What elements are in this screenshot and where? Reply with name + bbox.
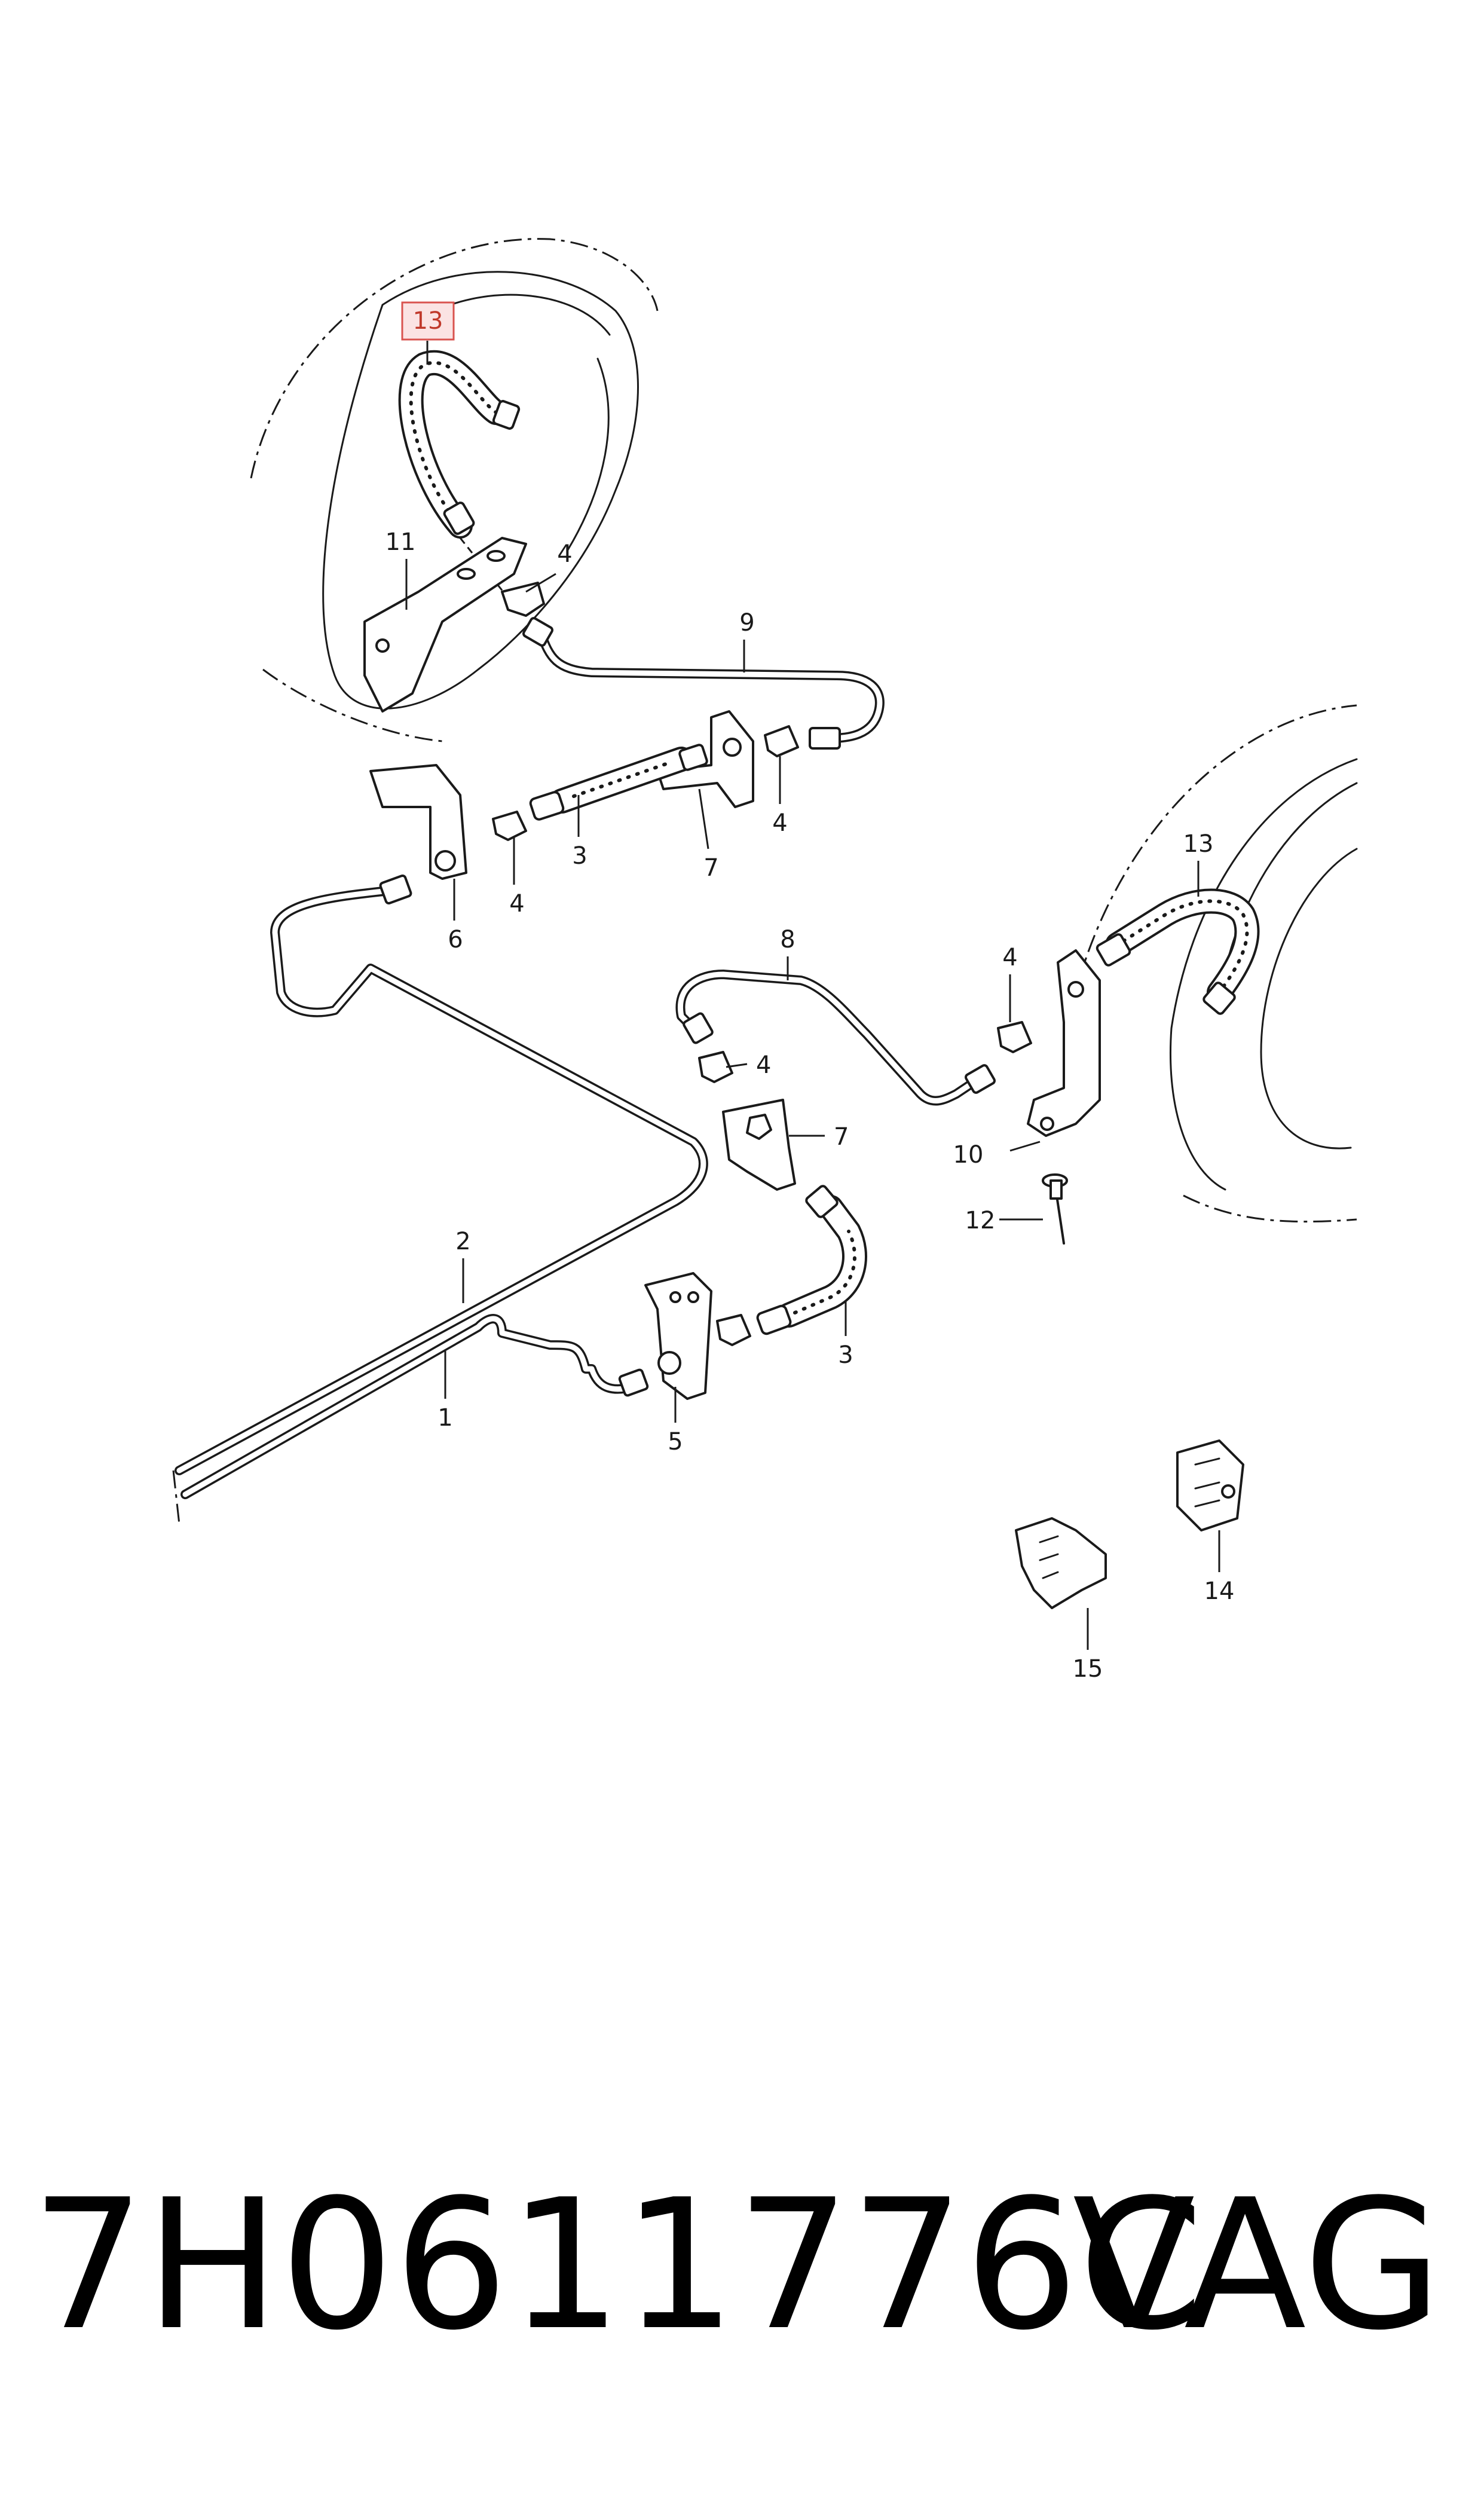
brake-pipe-8[interactable]	[675, 970, 996, 1106]
retaining-clip-4-mid-right[interactable]	[764, 725, 799, 757]
retaining-clip-4-right[interactable]	[997, 1021, 1032, 1053]
callout-11[interactable]: 11	[385, 528, 416, 556]
mounting-bracket-7-center[interactable]	[722, 1099, 796, 1191]
callout-7-top[interactable]: 7	[703, 854, 718, 882]
retaining-clip-4-mid-left[interactable]	[492, 811, 527, 841]
brake-pipe-9[interactable]	[522, 617, 885, 750]
callout-5[interactable]: 5	[668, 1428, 683, 1456]
highlight-box-13	[401, 301, 455, 341]
brake-hose-13-right[interactable]	[1096, 888, 1260, 1016]
callout-9[interactable]: 9	[739, 609, 754, 637]
callout-14[interactable]: 14	[1204, 1578, 1235, 1605]
mounting-bracket-6[interactable]	[369, 764, 467, 880]
brake-bracket-11[interactable]	[363, 537, 527, 713]
callout-8[interactable]: 8	[780, 926, 795, 953]
callout-15[interactable]: 15	[1073, 1655, 1103, 1683]
brake-hose-3-top[interactable]	[529, 744, 708, 821]
footer: 7H0611776C VAG	[0, 2128, 1484, 2427]
callout-12[interactable]: 12	[965, 1207, 996, 1234]
callout-4-mid-right[interactable]: 4	[772, 809, 787, 837]
retaining-clip-4-center[interactable]	[698, 1051, 733, 1083]
retaining-clip-4-top[interactable]	[501, 582, 545, 617]
mounting-bracket-5[interactable]	[644, 1272, 712, 1400]
callout-7-center[interactable]: 7	[834, 1123, 849, 1151]
brake-pipe-1[interactable]	[180, 1314, 649, 1499]
pipe-clip-15[interactable]	[1015, 1517, 1107, 1609]
rivet-12[interactable]	[1042, 1173, 1068, 1245]
callout-4-mid-left[interactable]: 4	[509, 890, 524, 918]
callout-3-top[interactable]: 3	[572, 842, 587, 870]
callout-4-right[interactable]: 4	[1002, 944, 1017, 971]
callout-13-right[interactable]: 13	[1183, 830, 1214, 858]
pipe-clip-14[interactable]	[1176, 1439, 1244, 1531]
part-number: 7H0611776C	[31, 2161, 1204, 2370]
brake-line-exploded-diagram: 13 11 4 9 6 4 3 7 4 13 8 4 4 7 10 12 2 1…	[172, 238, 1358, 1683]
front-left-wheel	[250, 238, 659, 742]
callout-13-top[interactable]: 13	[413, 307, 443, 335]
callout-6[interactable]: 6	[448, 926, 463, 953]
retaining-clip-near-5[interactable]	[716, 1314, 751, 1346]
brand-name: VAG	[1072, 2161, 1442, 2370]
callout-3-bottom[interactable]: 3	[838, 1341, 853, 1369]
callout-4-top[interactable]: 4	[557, 540, 572, 568]
brake-hose-13-top[interactable]	[398, 350, 521, 539]
callout-leaders	[405, 341, 1220, 1650]
callout-1[interactable]: 1	[437, 1404, 452, 1432]
brake-pipe-2[interactable]	[175, 874, 708, 1475]
brake-hose-3-bottom[interactable]	[756, 1185, 867, 1335]
mounting-bracket-10[interactable]	[1027, 949, 1101, 1137]
callout-10[interactable]: 10	[953, 1141, 984, 1169]
callout-4-center[interactable]: 4	[756, 1051, 771, 1079]
callout-2[interactable]: 2	[455, 1228, 470, 1255]
